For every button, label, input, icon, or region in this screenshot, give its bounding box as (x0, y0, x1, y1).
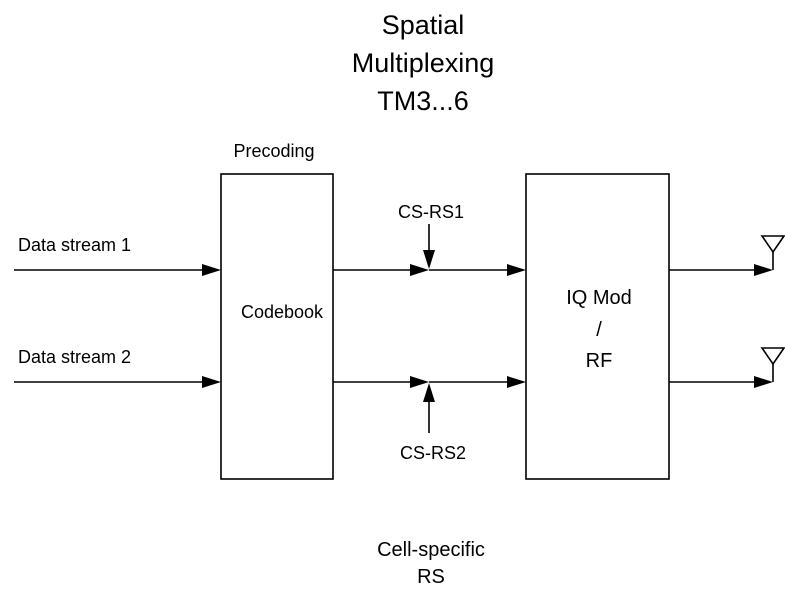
antenna-icon (760, 347, 785, 382)
title-line-2: Multiplexing (352, 48, 495, 78)
arrow-head-icon (410, 376, 429, 388)
title-line-3: TM3...6 (377, 86, 469, 116)
codebook-block (220, 173, 334, 480)
data-stream-2-label: Data stream 2 (18, 347, 131, 367)
iq-mod-slash-label: / (596, 319, 602, 341)
arrow-head-icon (423, 250, 435, 269)
arrow-head-icon (423, 383, 435, 402)
arrow-head-icon (202, 264, 221, 276)
antenna-icon (760, 235, 785, 270)
codebook-label: Codebook (241, 302, 324, 322)
diagram-title: Spatial Multiplexing TM3...6 (352, 10, 495, 116)
footer-line-1: Cell-specific (377, 539, 485, 561)
arrow-head-icon (754, 264, 773, 276)
cs-rs1-label: CS-RS1 (398, 202, 464, 222)
rf-label: RF (586, 350, 613, 372)
data-stream-1-label: Data stream 1 (18, 235, 131, 255)
arrow-head-icon (202, 376, 221, 388)
title-line-1: Spatial (382, 10, 465, 40)
arrow-head-icon (754, 376, 773, 388)
arrow-head-icon (507, 376, 526, 388)
cell-specific-rs-caption: Cell-specific RS (377, 539, 485, 588)
footer-line-2: RS (417, 566, 445, 588)
iq-mod-rf-block (525, 173, 670, 480)
cs-rs2-label: CS-RS2 (400, 443, 466, 463)
precoding-label: Precoding (233, 141, 314, 161)
arrow-head-icon (507, 264, 526, 276)
iq-mod-label: IQ Mod (566, 287, 632, 309)
arrow-head-icon (410, 264, 429, 276)
